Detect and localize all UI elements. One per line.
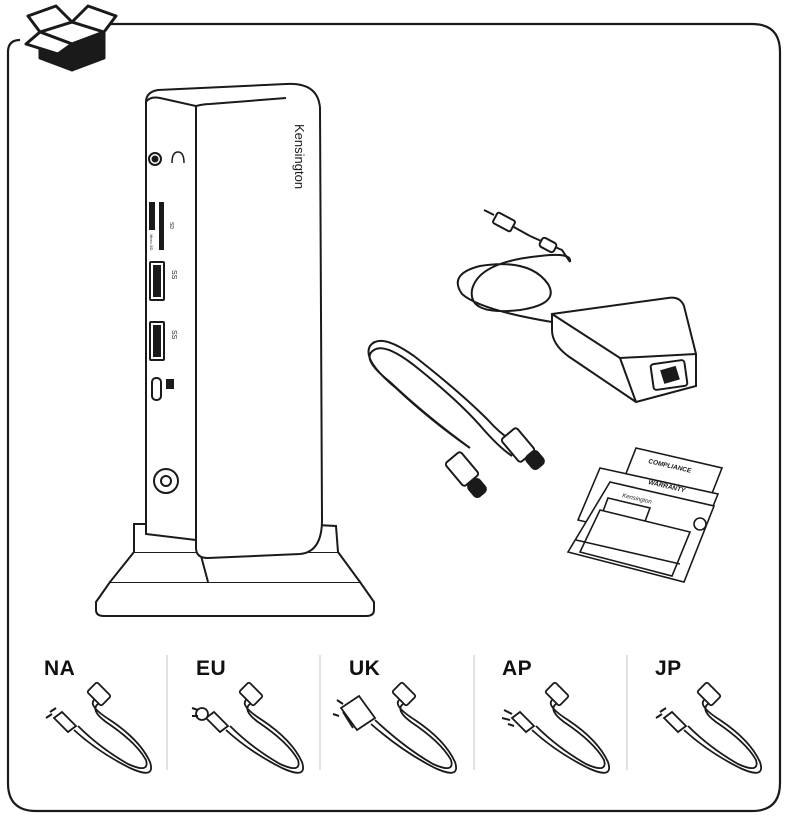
region-label-uk: UK [349, 657, 381, 680]
svg-text:SS: SS [170, 270, 177, 280]
dock-brand-logo: Kensington [292, 124, 307, 189]
power-cord-uk [332, 681, 457, 774]
power-cord-eu [191, 681, 304, 774]
ferrite-core [538, 236, 558, 254]
dc-plug [492, 211, 516, 233]
usb-c-cable [367, 339, 545, 498]
region-label-ap: AP [502, 657, 533, 680]
headphone-icon [171, 151, 185, 164]
power-cord-na [45, 681, 152, 774]
power-adapter [456, 209, 697, 404]
sd-slot [159, 202, 164, 250]
power-cord-jp [655, 681, 762, 774]
region-label-eu: EU [196, 657, 227, 680]
usb-c-plug-1 [444, 451, 480, 487]
microsd-slot [149, 202, 155, 230]
dock-body [145, 82, 324, 560]
documentation-set: COMPLIANCE WARRANTY Kensington [566, 447, 724, 583]
usb-c-port [151, 377, 162, 401]
dock-stand [95, 581, 375, 617]
docking-station: Kensington SD Micro SD SS SS [95, 82, 375, 617]
region-label-jp: JP [655, 657, 682, 680]
power-cord-ap [501, 681, 610, 774]
region-label-na: NA [44, 657, 76, 680]
content-frame [6, 22, 782, 813]
svg-text:Micro SD: Micro SD [149, 234, 154, 251]
svg-text:SD: SD [168, 222, 174, 229]
svg-text:SS: SS [170, 330, 177, 340]
dc-cable [456, 253, 572, 323]
region-dividers [166, 655, 628, 770]
open-box-icon [24, 4, 118, 72]
